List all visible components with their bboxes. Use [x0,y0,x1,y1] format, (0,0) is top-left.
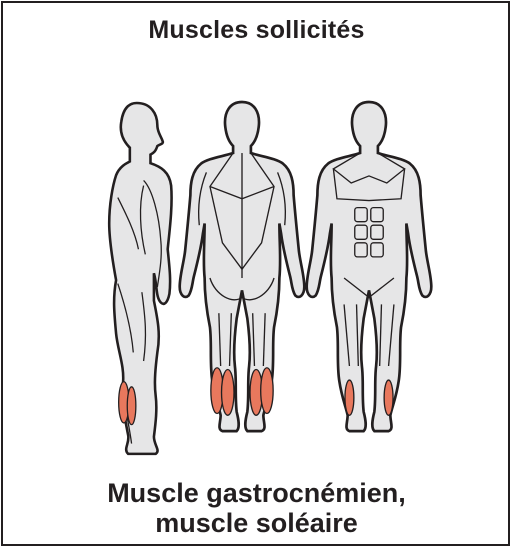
human-side-view-icon [109,103,171,454]
human-back-view-icon [180,102,305,431]
muscle-caption: Muscle gastrocnémien, muscle soléaire [0,478,513,538]
caption-line-2: muscle soléaire [0,508,513,538]
human-front-view-icon [307,102,432,431]
caption-line-1: Muscle gastrocnémien, [0,478,513,508]
